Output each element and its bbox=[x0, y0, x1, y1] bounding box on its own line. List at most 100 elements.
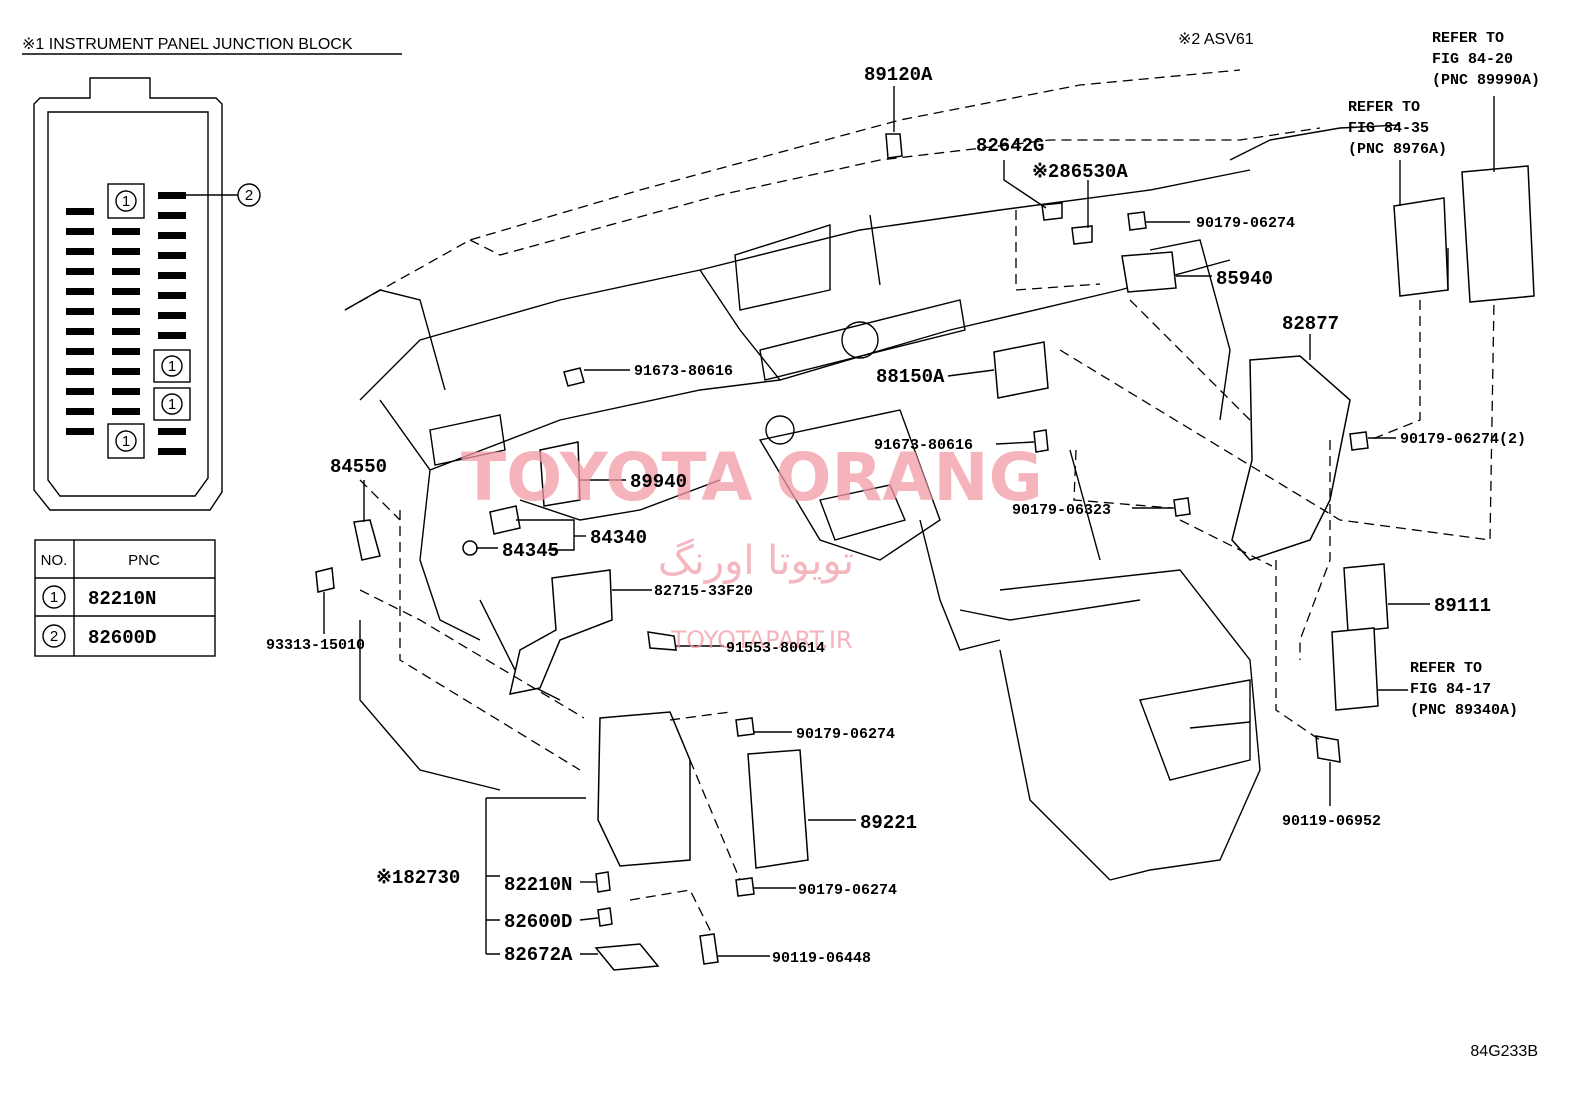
label-90119-06448: 90119-06448 bbox=[772, 950, 871, 967]
marker-1-top: 1 bbox=[107, 183, 145, 219]
table-row-1-pnc: 82210N bbox=[88, 588, 156, 610]
part-82730-shape bbox=[597, 711, 691, 867]
refer-89340A-line3: (PNC 89340A) bbox=[1410, 702, 1518, 719]
part-89940-shape bbox=[539, 441, 581, 507]
label-90179-06274-low: 90179-06274 bbox=[798, 882, 897, 899]
label-85940: 85940 bbox=[1216, 268, 1273, 290]
watermark: TOYOTA ORANG تویوتا اورنگ TOYOTAPART.IR bbox=[461, 439, 1043, 654]
label-84345: 84345 bbox=[502, 540, 559, 562]
bolt-91673-a bbox=[563, 367, 585, 387]
refer-89340A-line1: REFER TO bbox=[1410, 660, 1482, 677]
junction-block-outline bbox=[33, 77, 223, 511]
clip-90179-2 bbox=[1349, 431, 1369, 451]
part-88150A-shape bbox=[993, 341, 1049, 399]
label-82672A: 82672A bbox=[504, 944, 573, 966]
refer-8976A-line2: FIG 84-35 bbox=[1348, 120, 1429, 137]
leader-lines bbox=[323, 86, 1495, 957]
bracket-82715-shape bbox=[509, 569, 613, 695]
note-asv61: ※2 ASV61 bbox=[1178, 31, 1254, 48]
fuse-column-left bbox=[66, 208, 94, 435]
part-84550-shape bbox=[353, 519, 381, 561]
instrument-panel-outline bbox=[344, 69, 1401, 881]
callout-2-label: 2 bbox=[245, 187, 253, 204]
part-labels: ※2 ASV61 REFER TO FIG 84-20 (PNC 89990A)… bbox=[266, 30, 1540, 1060]
table-row-2-no: 2 bbox=[50, 628, 58, 645]
label-91673-80616-a: 91673-80616 bbox=[634, 363, 733, 380]
part-85940-shape bbox=[1121, 251, 1177, 293]
part-89221-shape bbox=[747, 749, 809, 869]
pnc-table: NO. PNC 1 82210N 2 82600D bbox=[34, 539, 216, 657]
label-82642G: 82642G bbox=[976, 135, 1044, 157]
label-90119-06952: 90119-06952 bbox=[1282, 813, 1381, 830]
part-89990A-shape bbox=[1461, 165, 1535, 303]
part-89340A-shape bbox=[1331, 627, 1379, 711]
part-84340-shape bbox=[489, 505, 521, 535]
part-84345-shape bbox=[462, 540, 478, 556]
label-89111: 89111 bbox=[1434, 595, 1491, 617]
label-90179-06323: 90179-06323 bbox=[1012, 502, 1111, 519]
refer-89990A-line1: REFER TO bbox=[1432, 30, 1504, 47]
label-82730: ※182730 bbox=[376, 867, 460, 889]
label-91553-80614: 91553-80614 bbox=[726, 640, 825, 657]
label-82877: 82877 bbox=[1282, 313, 1339, 335]
clip-90179-top bbox=[1127, 211, 1147, 231]
watermark-url: TOYOTAPART.IR bbox=[670, 626, 852, 654]
label-90179-06274-mid: 90179-06274 bbox=[796, 726, 895, 743]
marker-1-bottom: 1 bbox=[107, 423, 145, 459]
label-82600D: 82600D bbox=[504, 911, 572, 933]
label-89120A: 89120A bbox=[864, 64, 933, 86]
table-row-2-pnc: 82600D bbox=[88, 627, 156, 649]
refer-89340A-line2: FIG 84-17 bbox=[1410, 681, 1491, 698]
junction-block-inset: ※1 INSTRUMENT PANEL JUNCTION BLOCK bbox=[22, 36, 402, 511]
part-8976A-shape bbox=[1393, 197, 1449, 297]
label-82715-33F20: 82715-33F20 bbox=[654, 583, 753, 600]
label-90179-06274-top: 90179-06274 bbox=[1196, 215, 1295, 232]
svg-text:1: 1 bbox=[168, 396, 176, 413]
marker-1-right-a: 1 bbox=[153, 349, 191, 383]
clip-90179-06323 bbox=[1173, 497, 1191, 517]
svg-text:1: 1 bbox=[122, 193, 130, 210]
watermark-brand: TOYOTA ORANG bbox=[461, 439, 1043, 516]
label-86530A: ※286530A bbox=[1032, 161, 1128, 183]
part-89120A-shape bbox=[885, 133, 903, 159]
clip-90179-low bbox=[735, 877, 755, 897]
refer-89990A-line2: FIG 84-20 bbox=[1432, 51, 1513, 68]
bolt-90119-06448 bbox=[699, 933, 719, 965]
bolt-91673-b bbox=[1033, 429, 1049, 453]
svg-text:1: 1 bbox=[168, 358, 176, 375]
fuse-column-middle bbox=[112, 228, 140, 415]
part-86530A-shape bbox=[1071, 225, 1093, 245]
label-89940: 89940 bbox=[630, 471, 687, 493]
figure-code: 84G233B bbox=[1470, 1043, 1538, 1060]
label-84340: 84340 bbox=[590, 527, 647, 549]
label-88150A: 88150A bbox=[876, 366, 945, 388]
part-82210N-shape bbox=[595, 871, 611, 893]
refer-8976A-line3: (PNC 8976A) bbox=[1348, 141, 1447, 158]
label-90179-06274-2: 90179-06274(2) bbox=[1400, 431, 1526, 448]
refer-89990A-line3: (PNC 89990A) bbox=[1432, 72, 1540, 89]
inset-title: ※1 INSTRUMENT PANEL JUNCTION BLOCK bbox=[22, 36, 353, 53]
label-89221: 89221 bbox=[860, 812, 917, 834]
table-header-no: NO. bbox=[41, 552, 68, 569]
bolt-91553 bbox=[647, 631, 677, 651]
label-84550: 84550 bbox=[330, 456, 387, 478]
part-shapes bbox=[315, 133, 1535, 971]
label-82210N: 82210N bbox=[504, 874, 572, 896]
marker-1-right-b: 1 bbox=[153, 387, 191, 421]
part-82600D-shape bbox=[597, 907, 613, 927]
table-row-1-no: 1 bbox=[50, 589, 58, 606]
bolt-90119-06952 bbox=[1315, 735, 1341, 763]
watermark-persian: تویوتا اورنگ bbox=[658, 538, 854, 584]
label-91673-80616-b: 91673-80616 bbox=[874, 437, 973, 454]
refer-8976A-line1: REFER TO bbox=[1348, 99, 1420, 116]
bolt-93313 bbox=[315, 567, 335, 593]
callout-2-circle bbox=[237, 183, 261, 207]
junction-block-inner bbox=[47, 111, 209, 497]
part-82672A-shape bbox=[594, 943, 660, 971]
svg-text:1: 1 bbox=[122, 433, 130, 450]
label-93313-15010: 93313-15010 bbox=[266, 637, 365, 654]
part-89111-shape bbox=[1343, 563, 1389, 633]
clip-90179-mid bbox=[735, 717, 755, 737]
part-82877-shape bbox=[1231, 355, 1351, 561]
